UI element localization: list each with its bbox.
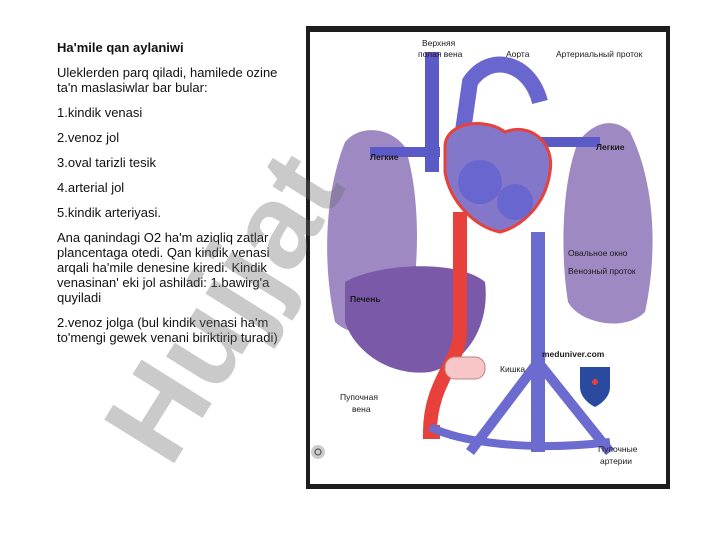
label-umbilical-arteries-1: Пупочные (598, 444, 638, 454)
label-ductus-arteriosus: Артериальный проток (556, 49, 643, 59)
label-svc-2: полая вена (418, 49, 463, 59)
paragraph: 2.venoz jol (57, 130, 120, 145)
label-foramen-ovale: Овальное окно (568, 248, 628, 258)
label-lungs-left: Легкие (370, 152, 399, 162)
fetal-circulation-diagram: Верхняя полая вена Аорта Артериальный пр… (310, 32, 666, 484)
right-lung (563, 123, 653, 324)
paragraph: Uleklerden parq qiladi, hamilede ozine t… (57, 65, 278, 95)
paragraph: 5.kindik arteriyasi. (57, 205, 162, 220)
shield-plus-icon (580, 367, 610, 407)
label-intestine: Кишка (500, 364, 525, 374)
label-lungs-right: Легкие (596, 142, 625, 152)
paragraph: Ana qanindagi O2 ha'm aziqliq zatlar pla… (57, 230, 270, 305)
label-umbilical-arteries-2: артерии (600, 456, 632, 466)
paragraph: 2.venoz jolga (bul kindik venasi ha'm to… (57, 315, 278, 345)
paragraph: 1.kindik venasi (57, 105, 143, 120)
label-aorta: Аорта (506, 49, 530, 59)
label-ductus-venosus: Венозный проток (568, 266, 636, 276)
label-liver: Печень (350, 294, 381, 304)
intestine (444, 356, 486, 380)
paragraph: 3.oval tarizli tesik (57, 155, 156, 170)
zoom-icon[interactable] (311, 445, 325, 459)
label-umbilical-vein-2: вена (352, 404, 371, 414)
slide-title: Ha'mile qan aylaniwi (57, 40, 184, 55)
label-site: meduniver.com (542, 349, 605, 359)
paragraph: 4.arterial jol (57, 180, 125, 195)
text-column: Ha'mile qan aylaniwi Uleklerden parq qil… (57, 40, 282, 355)
circulation-figure: Верхняя полая вена Аорта Артериальный пр… (306, 26, 670, 489)
label-svc-1: Верхняя (422, 38, 456, 48)
label-umbilical-vein-1: Пупочная (340, 392, 378, 402)
umbilical-vein (422, 212, 467, 439)
